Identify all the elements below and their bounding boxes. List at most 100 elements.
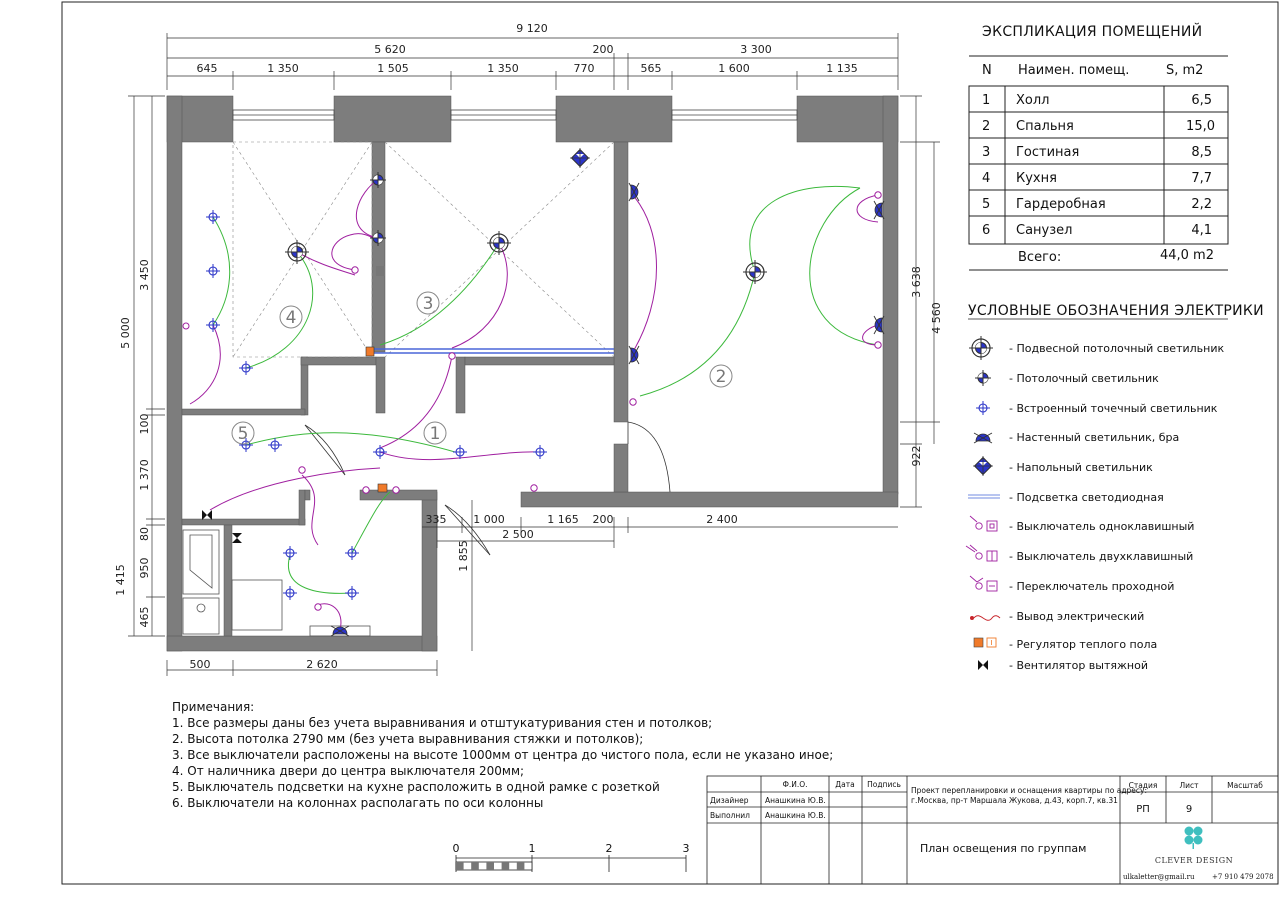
pendant-ceiling-light-icon bbox=[968, 335, 994, 361]
dim-left-8: 465 bbox=[138, 607, 151, 628]
dim-top-sub-1: 5 620 bbox=[374, 43, 406, 56]
legend-label-8: - Выключатель двухклавишный bbox=[1009, 550, 1193, 563]
explication-row-6-n: 6 bbox=[982, 223, 990, 238]
note-5: 5. Выключатель подсветки на кухне распол… bbox=[172, 780, 660, 794]
explication-total-label: Всего: bbox=[1018, 250, 1061, 265]
explication-row-1-area: 6,5 bbox=[1191, 93, 1212, 108]
title-header-signature: Подпись bbox=[867, 780, 901, 789]
note-3: 3. Все выключатели расположены на высоте… bbox=[172, 748, 833, 762]
title-person-2: Анашкина Ю.В. bbox=[765, 811, 826, 820]
legend-label-10: - Вывод электрический bbox=[1009, 610, 1144, 623]
legend-label-2: - Потолочный светильник bbox=[1009, 372, 1159, 385]
explication-row-1-n: 1 bbox=[982, 93, 990, 108]
explication-row-3-name: Гостиная bbox=[1016, 145, 1079, 160]
wall-sconce-icon bbox=[973, 432, 993, 444]
legend-label-3: - Встроенный точечный светильник bbox=[1009, 402, 1218, 415]
legend-label-12: - Вентилятор вытяжной bbox=[1009, 659, 1148, 672]
explication-total-value: 44,0 m2 bbox=[1160, 248, 1214, 263]
legend: УСЛОВНЫЕ ОБОЗНАЧЕНИЯ ЭЛЕКТРИКИ bbox=[965, 303, 1264, 672]
dim-top-part-1: 645 bbox=[197, 62, 218, 75]
title-person-1: Анашкина Ю.В. bbox=[765, 796, 826, 805]
dim-left-2: 3 450 bbox=[138, 259, 151, 291]
dim-bottom-1: 500 bbox=[190, 658, 211, 671]
scale-label-1: 1 bbox=[529, 842, 536, 855]
explication-row-2-area: 15,0 bbox=[1186, 119, 1215, 134]
sheet-number: 9 bbox=[1186, 804, 1192, 815]
dim-top-part-2: 1 350 bbox=[267, 62, 299, 75]
explication-row-1-name: Холл bbox=[1016, 93, 1049, 108]
explication-row-2-name: Спальня bbox=[1016, 119, 1074, 134]
scale-label-2: 2 bbox=[606, 842, 613, 855]
explication-row-6-area: 4,1 bbox=[1191, 223, 1212, 238]
title-role-1: Дизайнер bbox=[710, 796, 749, 805]
explication-table: ЭКСПЛИКАЦИЯ ПОМЕЩЕНИЙ N Наимен. помещ. S… bbox=[968, 22, 1229, 271]
explication-row-4-area: 7,7 bbox=[1191, 171, 1212, 186]
explication-row-3-n: 3 bbox=[982, 145, 990, 160]
legend-label-6: - Подсветка светодиодная bbox=[1009, 491, 1164, 504]
scale-bar: 0 1 2 3 bbox=[453, 842, 690, 872]
project-line-2: г.Москва, пр-т Маршала Жукова, д.43, кор… bbox=[911, 796, 1118, 805]
title-header-date: Дата bbox=[835, 780, 854, 789]
legend-label-11: - Регулятор теплого пола bbox=[1009, 638, 1157, 651]
dim-right-2: 4 560 bbox=[930, 302, 943, 334]
dim-top-sub-2: 200 bbox=[593, 43, 614, 56]
legend-label-5: - Напольный светильник bbox=[1009, 461, 1153, 474]
explication-header-area: S, m2 bbox=[1166, 63, 1203, 78]
note-4: 4. От наличника двери до центра выключат… bbox=[172, 764, 524, 778]
floor-plan: 1 2 3 4 5 bbox=[166, 95, 899, 652]
dim-left-3: 100 bbox=[138, 414, 151, 435]
dim-vertical-mid: 1 855 bbox=[457, 540, 470, 572]
led-strip-icon bbox=[968, 494, 1000, 499]
dim-top-part-8: 1 135 bbox=[826, 62, 858, 75]
dim-mid-6: 2 500 bbox=[502, 528, 534, 541]
legend-label-1: - Подвесной потолочный светильник bbox=[1009, 342, 1224, 355]
dim-mid-3: 1 165 bbox=[547, 513, 579, 526]
notes: Примечания: 1. Все размеры даны без учет… bbox=[172, 700, 833, 810]
legend-label-9: - Переключатель проходной bbox=[1009, 580, 1174, 593]
scale-label-0: 0 bbox=[453, 842, 460, 855]
room-number-2: 2 bbox=[716, 367, 727, 387]
dim-mid-2: 1 000 bbox=[473, 513, 505, 526]
scale-header: Масштаб bbox=[1227, 781, 1263, 790]
explication-row-3-area: 8,5 bbox=[1191, 145, 1212, 160]
dim-top-part-6: 565 bbox=[641, 62, 662, 75]
room-number-1: 1 bbox=[430, 424, 441, 444]
scale-label-3: 3 bbox=[683, 842, 690, 855]
explication-header-n: N bbox=[982, 63, 992, 78]
title-role-2: Выполнил bbox=[710, 811, 750, 820]
dim-left-1: 5 000 bbox=[119, 317, 132, 349]
dim-right-3: 922 bbox=[910, 446, 923, 467]
clover-logo-icon bbox=[1184, 826, 1203, 849]
dim-left-4: 1 370 bbox=[138, 459, 151, 491]
dim-right-1: 3 638 bbox=[910, 266, 923, 298]
sheet-frame bbox=[61, 1, 1279, 885]
explication-header-name: Наимен. помещ. bbox=[1018, 63, 1129, 78]
note-2: 2. Высота потолка 2790 мм (без учета выр… bbox=[172, 732, 643, 746]
floor-heating-regulator-icon bbox=[973, 637, 997, 648]
dim-bottom-2: 2 620 bbox=[306, 658, 338, 671]
notes-title: Примечания: bbox=[172, 700, 254, 714]
note-6: 6. Выключатели на колоннах располагать п… bbox=[172, 796, 543, 810]
stage-header: Стадия bbox=[1129, 781, 1158, 790]
title-header-name: Ф.И.О. bbox=[782, 780, 807, 789]
sheet-header: Лист bbox=[1179, 781, 1199, 790]
pass-through-switch-icon bbox=[969, 575, 998, 592]
dim-top-sub-3: 3 300 bbox=[740, 43, 772, 56]
floor-lamp-icon bbox=[972, 455, 994, 477]
brand-name: CLEVER DESIGN bbox=[1155, 856, 1233, 865]
double-switch-icon bbox=[965, 544, 998, 562]
ceiling-light-icon bbox=[974, 369, 992, 387]
dim-mid-5: 2 400 bbox=[706, 513, 738, 526]
explication-title: ЭКСПЛИКАЦИЯ ПОМЕЩЕНИЙ bbox=[982, 22, 1202, 40]
explication-row-2-n: 2 bbox=[982, 119, 990, 134]
electrical-outlet-icon bbox=[970, 615, 1001, 621]
legend-label-7: - Выключатель одноклавишный bbox=[1009, 520, 1194, 533]
legend-label-4: - Настенный светильник, бра bbox=[1009, 431, 1179, 444]
dim-top-part-7: 1 600 bbox=[718, 62, 750, 75]
sheet-title: План освещения по группам bbox=[920, 842, 1086, 855]
explication-row-4-name: Кухня bbox=[1016, 171, 1057, 186]
room-number-4: 4 bbox=[286, 308, 297, 328]
dim-left-5: 80 bbox=[138, 527, 151, 541]
exhaust-fan-icon bbox=[978, 660, 988, 670]
